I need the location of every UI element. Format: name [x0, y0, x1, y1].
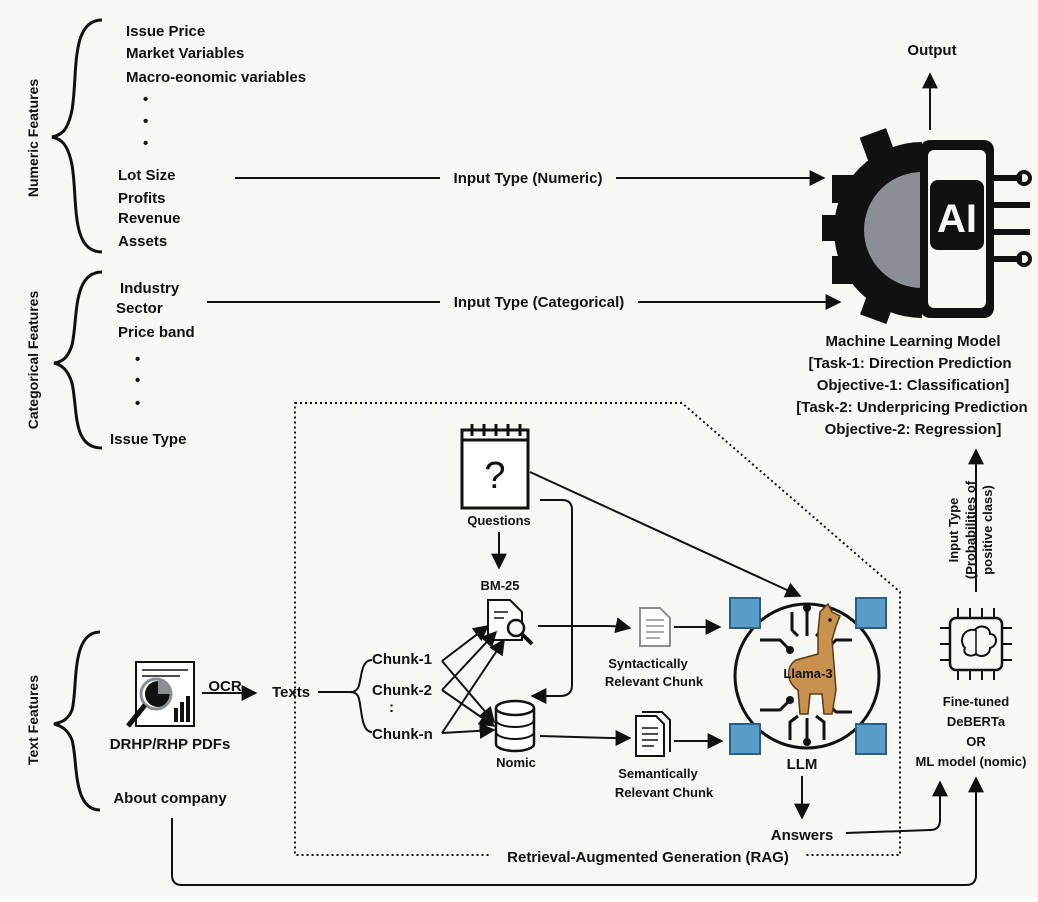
feature-sector: Sector	[116, 300, 163, 317]
syntactic-chunk-doc-icon	[639, 607, 671, 647]
chunk-brace	[349, 659, 373, 733]
categorical-edge-label: Input Type (Categorical)	[454, 294, 625, 311]
ellipsis-dot: •	[143, 135, 148, 152]
questions-to-nomic-arrow	[530, 499, 573, 704]
model-caption-line2: [Task-1: Direction Prediction	[808, 355, 1011, 372]
categorical-features-label: Categorical Features	[25, 291, 41, 430]
texts-label: Texts	[272, 684, 310, 701]
finetuned-line2: DeBERTa	[947, 714, 1006, 729]
ellipsis-dot: •	[135, 395, 140, 412]
chunk-1-label: Chunk-1	[372, 651, 432, 668]
llm-circuit-icon	[729, 597, 887, 755]
about-company-label: About company	[113, 790, 227, 807]
model-caption-line4: [Task-2: Underpricing Prediction	[796, 399, 1027, 416]
feature-market-variables: Market Variables	[126, 45, 244, 62]
numeric-brace	[51, 18, 103, 254]
feature-lot-size: Lot Size	[118, 167, 176, 184]
input-type-prob-line1: Input Type	[946, 498, 961, 563]
chunk1-to-bm25	[441, 625, 490, 662]
categorical-brace	[53, 270, 103, 450]
pdfs-label: DRHP/RHP PDFs	[110, 736, 231, 753]
nomic-to-semantic-arrow	[539, 730, 632, 746]
chunk1-to-nomic	[441, 660, 496, 724]
llm-label: LLM	[787, 756, 818, 773]
feature-issue-price: Issue Price	[126, 23, 205, 40]
ellipsis-dot: •	[135, 372, 140, 389]
feature-assets: Assets	[118, 233, 167, 250]
semantic-chunk-doc-icon	[635, 711, 671, 757]
feature-profits: Profits	[118, 190, 166, 207]
model-caption-line1: Machine Learning Model	[825, 333, 1000, 350]
about-company-path	[171, 776, 984, 886]
semantic-label-line2: Relevant Chunk	[615, 785, 714, 800]
llm-name-label: Llama-3	[783, 666, 832, 681]
questions-label: Questions	[467, 513, 531, 528]
chunk-n-label: Chunk-n	[372, 726, 433, 743]
brain-chip-icon	[940, 608, 1012, 680]
model-caption-line3: Objective-1: Classification]	[817, 377, 1010, 394]
feature-industry: Industry	[120, 280, 180, 297]
finetuned-line3: OR	[966, 734, 986, 749]
bm25-to-syntactic-arrow	[538, 617, 632, 634]
question-mark: ?	[484, 455, 505, 497]
answers-to-finetuned-arrow	[845, 780, 948, 834]
nomic-label: Nomic	[496, 755, 536, 770]
text-brace	[53, 630, 101, 812]
feature-issue-type: Issue Type	[110, 431, 186, 448]
chunkn-to-bm25	[441, 638, 505, 734]
input-type-prob-line3: positive class)	[980, 485, 995, 575]
numeric-features-label: Numeric Features	[25, 79, 41, 197]
ellipsis-dot: •	[143, 113, 148, 130]
chunk2-to-nomic	[441, 689, 496, 727]
syntactic-label-line1: Syntactically	[608, 656, 688, 671]
model-caption-line5: Objective-2: Regression]	[825, 421, 1002, 438]
chunk2-to-bm25	[441, 630, 498, 691]
numeric-edge-label: Input Type (Numeric)	[454, 170, 603, 187]
bm25-search-doc-icon	[487, 599, 534, 646]
finetuned-line1: Fine-tuned	[943, 694, 1009, 709]
chunk-2-label: Chunk-2	[372, 682, 432, 699]
chunkn-to-nomic	[441, 722, 496, 739]
feature-macro-variables: Macro-eonomic variables	[126, 69, 306, 86]
questions-notepad-icon: ?	[460, 424, 530, 510]
rag-title-bg	[490, 845, 806, 867]
answers-label: Answers	[771, 827, 834, 844]
pdf-document-icon	[126, 661, 195, 728]
feature-price-band: Price band	[118, 324, 195, 341]
rag-title: Retrieval-Augmented Generation (RAG)	[507, 849, 789, 866]
ellipsis-dot: •	[143, 91, 148, 108]
text-features-label: Text Features	[25, 675, 41, 765]
ellipsis-dot: •	[135, 351, 140, 368]
ai-model-icon: AI	[822, 128, 1032, 324]
chunk-vdots: :	[389, 699, 394, 716]
finetuned-line4: ML model (nomic)	[916, 754, 1027, 769]
input-type-prob-line2: (Probabilities of	[963, 480, 978, 579]
questions-to-llm-arrow	[529, 471, 802, 598]
nomic-database-icon	[494, 699, 536, 753]
semantic-label-line1: Semantically	[618, 766, 698, 781]
feature-revenue: Revenue	[118, 210, 181, 227]
output-label: Output	[907, 42, 956, 59]
ai-chip-text: AI	[937, 197, 977, 241]
syntactic-label-line2: Relevant Chunk	[605, 674, 704, 689]
ocr-label: OCR	[208, 678, 242, 695]
bm25-label: BM-25	[480, 578, 519, 593]
